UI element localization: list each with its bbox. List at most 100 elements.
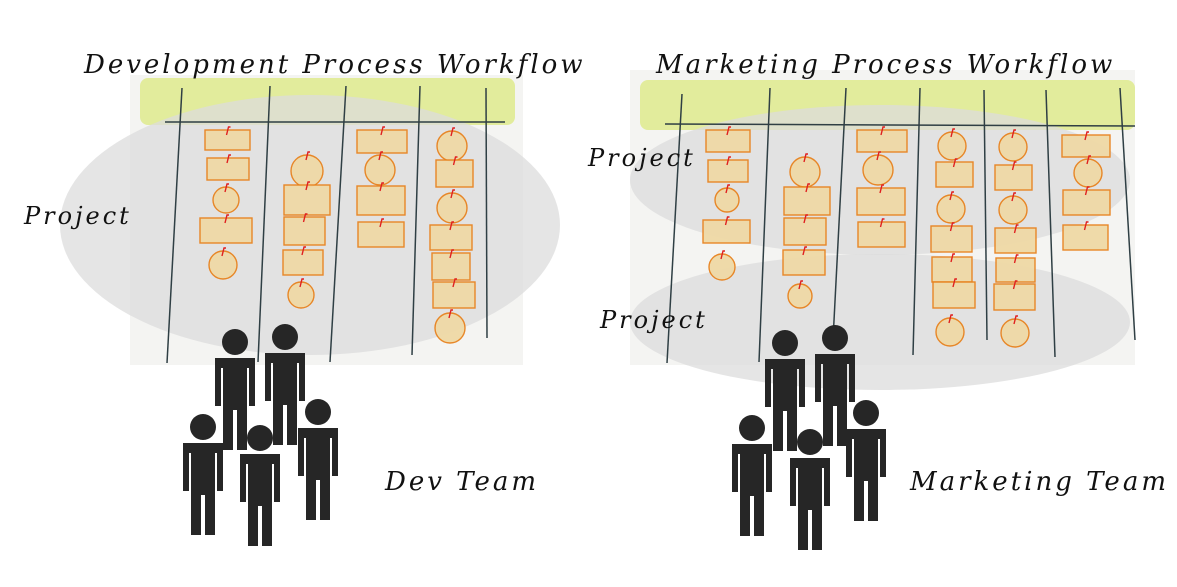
card-circle	[998, 195, 1028, 225]
card-rect	[431, 252, 471, 281]
lane-line	[983, 89, 988, 341]
sticky-note-icon	[930, 222, 973, 253]
person-body	[790, 458, 830, 550]
card-rect	[856, 187, 906, 216]
card-rect	[357, 221, 405, 248]
card-circle	[434, 312, 466, 344]
card-mark	[1012, 280, 1018, 290]
sticky-note-icon	[356, 182, 406, 216]
sticky-note-icon	[714, 184, 740, 213]
card-mark	[1011, 192, 1016, 202]
lane-line	[411, 85, 421, 356]
person-body	[815, 354, 855, 446]
marketing-workflow-title: Marketing Process Workflow	[656, 50, 1116, 80]
person-icon	[765, 330, 805, 451]
card-mark	[805, 183, 810, 193]
sticky-note-icon	[856, 126, 908, 153]
card-circle	[212, 186, 240, 214]
card-mark	[802, 246, 807, 256]
card-mark	[880, 126, 885, 136]
card-mark	[299, 278, 304, 288]
person-head	[739, 415, 765, 441]
card-rect	[783, 186, 831, 216]
sticky-note-icon	[932, 278, 976, 309]
card-rect	[199, 217, 253, 244]
person-body	[240, 454, 280, 546]
card-circle	[937, 131, 967, 161]
sticky-note-icon	[783, 183, 831, 216]
sticky-note-icon	[935, 314, 965, 347]
person-head	[222, 329, 248, 355]
sticky-note-icon	[1061, 131, 1111, 158]
card-mark	[726, 156, 731, 166]
sticky-note-icon	[1062, 186, 1111, 216]
lane-line	[329, 85, 347, 363]
sticky-note-icon	[782, 246, 826, 276]
card-mark	[803, 214, 808, 224]
card-rect	[435, 159, 474, 188]
card-circle	[862, 154, 894, 186]
card-mark	[724, 216, 730, 226]
sticky-note-icon	[998, 129, 1028, 162]
dev-team-label: Dev Team	[385, 467, 540, 497]
sticky-note-icon	[432, 278, 476, 309]
card-mark	[1013, 224, 1019, 234]
development-board	[60, 75, 560, 546]
lane-line	[485, 87, 488, 339]
card-mark	[305, 151, 310, 161]
person-icon	[732, 415, 772, 536]
card-rect	[356, 185, 406, 216]
card-mark	[305, 181, 310, 191]
sticky-note-icon	[431, 249, 471, 281]
card-mark	[450, 189, 455, 199]
sticky-note-icon	[364, 151, 396, 186]
card-rect	[993, 283, 1036, 311]
person-icon	[240, 425, 280, 546]
card-rect	[935, 161, 974, 188]
card-mark	[221, 247, 226, 257]
lane-line	[758, 87, 771, 363]
sticky-note-icon	[435, 156, 474, 188]
sticky-note-icon	[937, 128, 967, 161]
person-body	[298, 428, 338, 520]
card-rect	[1062, 189, 1111, 216]
card-circle	[708, 253, 736, 281]
person-head	[190, 414, 216, 440]
person-icon	[298, 399, 338, 520]
person-icon	[790, 429, 830, 550]
sticky-note-icon	[282, 246, 324, 276]
marketing-team-label: Marketing Team	[910, 467, 1169, 497]
card-mark	[950, 253, 955, 263]
card-mark	[950, 128, 955, 138]
person-head	[305, 399, 331, 425]
person-body	[183, 443, 223, 535]
card-mark	[1083, 221, 1089, 231]
card-mark	[1013, 254, 1019, 264]
card-rect	[783, 217, 827, 246]
sticky-note-icon	[434, 309, 466, 344]
person-body	[215, 358, 255, 450]
marketing-board	[630, 70, 1136, 550]
card-mark	[448, 309, 453, 319]
person-icon	[183, 414, 223, 535]
person-body	[265, 353, 305, 445]
person-icon	[265, 324, 305, 445]
card-mark	[725, 184, 730, 194]
lane-line	[912, 87, 921, 356]
card-circle	[290, 154, 324, 188]
sticky-note-icon	[931, 253, 973, 283]
card-rect	[994, 227, 1037, 254]
sticky-note-icon	[993, 280, 1036, 311]
card-rect	[432, 281, 476, 309]
card-circle	[935, 317, 965, 347]
header-divider-line	[664, 123, 1136, 127]
sticky-note-icon	[998, 192, 1028, 225]
lane-line	[1045, 89, 1056, 358]
sticky-note-icon	[705, 126, 751, 153]
sticky-note-icon	[204, 126, 251, 151]
card-mark	[876, 151, 881, 161]
sticky-note-icon	[436, 189, 468, 224]
person-body	[765, 359, 805, 451]
card-mark	[449, 249, 454, 259]
